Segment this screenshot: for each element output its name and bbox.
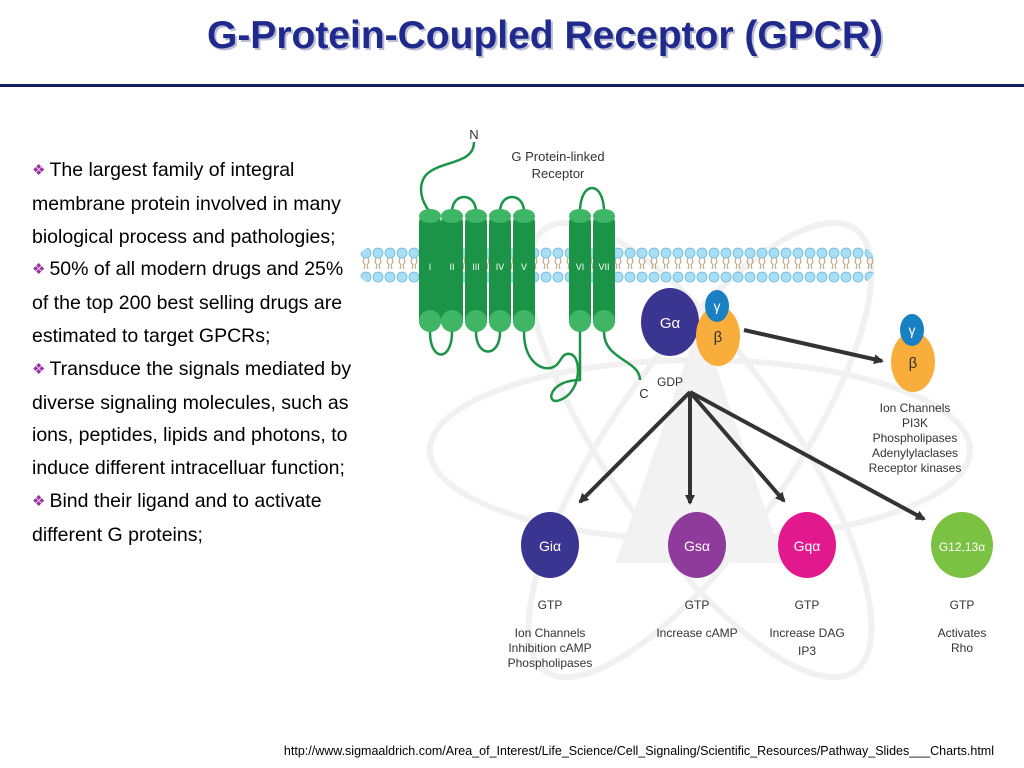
helix-label: V xyxy=(521,262,527,272)
bullet-item: ❖Transduce the signals mediated by diver… xyxy=(32,353,354,485)
bullet-item: ❖50% of all modern drugs and 25% of the … xyxy=(32,253,354,352)
effector-label: Ion Channels xyxy=(880,401,951,415)
diamond-bullet-icon: ❖ xyxy=(32,492,46,510)
effect-label: IP3 xyxy=(798,644,816,658)
receptor-extracellular-loop xyxy=(578,186,606,213)
g12-13-alpha-subunit xyxy=(931,512,993,578)
nucleotide-label: GTP xyxy=(950,598,975,612)
subunit-label: Giα xyxy=(539,538,561,554)
transmembrane-helix xyxy=(441,209,463,332)
subunit-label: Gqα xyxy=(794,538,821,554)
gamma-subunit xyxy=(900,314,924,346)
helix-label: VI xyxy=(576,262,585,272)
g-alpha-label: Gα xyxy=(660,315,681,332)
gq-alpha-node: Gqα GTP Increase DAG IP3 xyxy=(769,512,845,658)
gi-alpha-node: Giα GTP Ion Channels Inhibition cAMP Pho… xyxy=(508,512,593,670)
effect-label: Ion Channels xyxy=(515,626,586,640)
effect-label: Increase cAMP xyxy=(656,626,737,640)
receptor-label: G Protein-linked xyxy=(511,149,604,164)
nucleotide-label: GTP xyxy=(685,598,710,612)
helix-label: I xyxy=(429,262,432,272)
gpcr-pathway-diagram: I II III IV V VI VII N G Protein-linked … xyxy=(358,127,993,680)
arrow-to-gi xyxy=(578,390,692,504)
gs-alpha-node: Gsα GTP Increase cAMP xyxy=(656,512,738,640)
bullet-text: The largest family of integral membrane … xyxy=(32,159,341,248)
effect-label: Activates xyxy=(938,626,987,640)
effector-label: Phospholipases xyxy=(873,431,958,445)
g-alpha-subunit xyxy=(641,288,699,356)
diamond-bullet-icon: ❖ xyxy=(32,162,46,179)
nucleotide-label: GTP xyxy=(538,598,563,612)
receptor-intracellular-loop xyxy=(428,331,454,356)
gamma-label: γ xyxy=(909,322,916,338)
receptor-intracellular-loop xyxy=(474,331,502,353)
bullet-text: Bind their ligand and to activate differ… xyxy=(32,489,322,546)
receptor-extracellular-loop xyxy=(450,195,478,213)
source-link[interactable]: http://www.sigmaaldrich.com/Area_of_Inte… xyxy=(283,744,994,758)
transmembrane-helix xyxy=(513,209,535,332)
effect-label: Phospholipases xyxy=(508,656,593,670)
helix-label: III xyxy=(472,262,480,272)
heterotrimeric-g-protein: Gα β γ GDP xyxy=(641,288,740,389)
gamma-subunit xyxy=(705,290,729,322)
receptor-extracellular-loop xyxy=(498,195,526,213)
beta-label: β xyxy=(714,329,723,346)
bullet-item: ❖Bind their ligand and to activate diffe… xyxy=(32,485,354,552)
receptor-helices xyxy=(419,209,615,332)
bullet-text: 50% of all modern drugs and 25% of the t… xyxy=(32,258,344,347)
title-divider xyxy=(0,84,1024,87)
receptor-label: Receptor xyxy=(532,166,585,181)
helix-label: IV xyxy=(496,262,505,272)
beta-subunit xyxy=(891,332,935,392)
gdp-label: GDP xyxy=(657,375,683,389)
diamond-bullet-icon: ❖ xyxy=(32,360,46,378)
effect-label: Inhibition cAMP xyxy=(508,641,591,655)
transmembrane-helix xyxy=(593,209,615,332)
receptor-n-terminus xyxy=(419,141,476,213)
transmembrane-helix xyxy=(419,209,441,332)
effect-label: Rho xyxy=(951,641,973,655)
c-terminus-label: C xyxy=(639,386,648,401)
slide-title: G-Protein-Coupled Receptor (GPCR) xyxy=(206,14,883,57)
transmembrane-helix xyxy=(569,209,591,332)
gamma-label: γ xyxy=(714,298,721,314)
beta-gamma-dimer: β γ Ion Channels PI3K Phospholipases Ade… xyxy=(869,314,962,475)
gi-alpha-subunit xyxy=(521,512,579,578)
gs-alpha-subunit xyxy=(668,512,726,578)
arrow-to-g12-13 xyxy=(689,390,926,521)
arrow-to-gq xyxy=(688,390,786,503)
bullet-item: ❖The largest family of integral membrane… xyxy=(32,154,354,253)
beta-label: β xyxy=(909,355,918,372)
receptor-c-terminus xyxy=(602,331,642,381)
subunit-label: Gsα xyxy=(684,538,710,554)
nucleotide-label: GTP xyxy=(795,598,820,612)
receptor-intracellular-loop xyxy=(522,331,582,403)
beta-subunit xyxy=(696,306,740,366)
subunit-label: G12,13α xyxy=(939,540,985,554)
bullet-text: Transduce the signals mediated by divers… xyxy=(32,357,352,480)
transmembrane-helix xyxy=(489,209,511,332)
diamond-bullet-icon: ❖ xyxy=(32,261,46,279)
g12-13-alpha-node: G12,13α GTP Activates Rho xyxy=(931,512,993,655)
bullet-list: ❖The largest family of integral membrane… xyxy=(32,154,354,552)
helix-label: VII xyxy=(598,262,609,272)
transmembrane-helix xyxy=(465,209,487,332)
gq-alpha-subunit xyxy=(778,512,836,578)
arrow-to-beta-gamma xyxy=(743,328,884,365)
effect-label: Increase DAG xyxy=(769,626,844,640)
n-terminus-label: N xyxy=(469,127,478,142)
effector-label: Receptor kinases xyxy=(869,461,962,475)
effector-label: Adenylylaclases xyxy=(872,446,958,460)
effector-label: PI3K xyxy=(902,416,928,430)
helix-label: II xyxy=(449,262,454,272)
